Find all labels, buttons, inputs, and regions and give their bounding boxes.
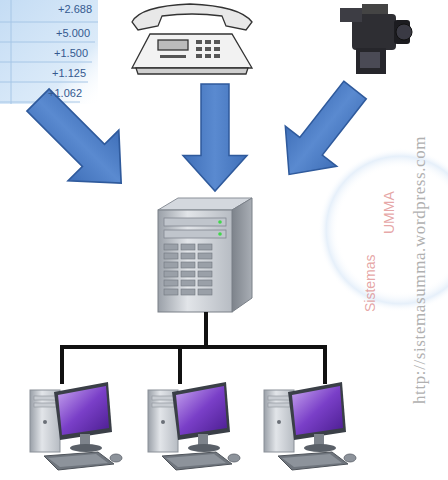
server-tower xyxy=(158,198,252,312)
watermark-url: http://sistemasumma.wordpress.com xyxy=(411,136,429,404)
table-cell: +5.000 xyxy=(38,26,90,40)
input-arrow xyxy=(13,70,381,209)
telephone xyxy=(132,4,252,74)
table-cell: +2.688 xyxy=(40,2,92,16)
table-cell: +1.062 xyxy=(30,86,82,100)
table-cell: +1.500 xyxy=(36,46,88,60)
watermark: UMMA xyxy=(381,191,397,234)
table-cell: +1.125 xyxy=(34,66,86,80)
watermark: Sistemas xyxy=(362,254,378,312)
network-wire xyxy=(60,312,327,384)
spreadsheet xyxy=(0,0,98,104)
video-camera xyxy=(340,4,412,74)
